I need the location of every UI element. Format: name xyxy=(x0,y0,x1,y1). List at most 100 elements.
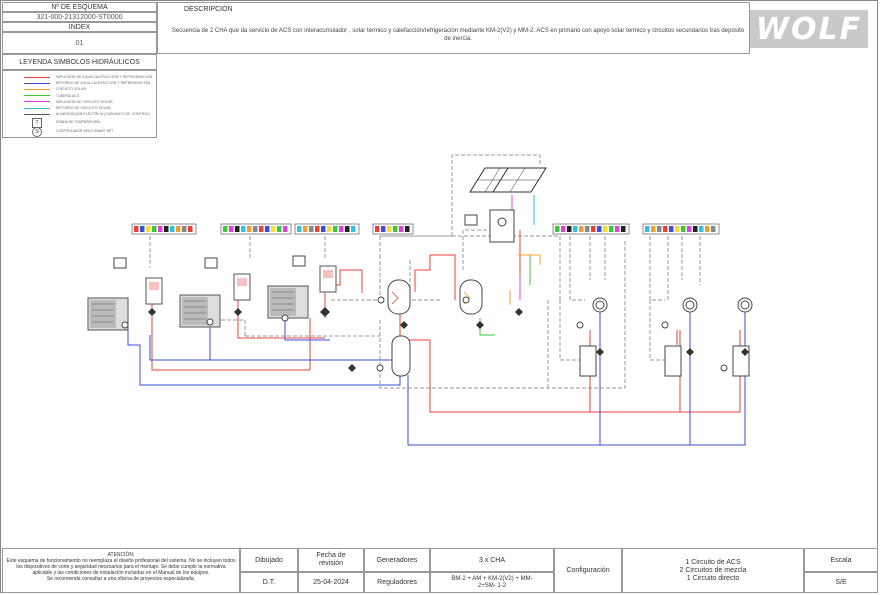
controller-terminal xyxy=(241,226,246,232)
description-label: DESCRIPCIÓN xyxy=(184,6,233,13)
wolf-logo: WOLF xyxy=(750,10,868,48)
controller-terminal xyxy=(399,226,404,232)
valve-markers xyxy=(148,307,749,372)
legend-line-swatch xyxy=(24,95,50,97)
escala-label: Escala xyxy=(830,556,852,564)
index-label: INDEX xyxy=(68,23,91,31)
reguladores-label-cell: Reguladores xyxy=(364,572,430,593)
controller-terminal xyxy=(579,226,584,232)
controller-terminal xyxy=(603,226,608,232)
controller-terminal xyxy=(393,226,398,232)
generadores-value: 3 x CHA xyxy=(478,556,506,564)
legend-item: CIRCUITO SOLAR xyxy=(24,87,86,91)
heat-pump-3-icon xyxy=(267,285,309,319)
controller-terminal xyxy=(591,226,596,232)
controller-terminal xyxy=(381,226,386,232)
controller-terminal xyxy=(573,226,578,232)
fecha-label-cell: Fecha de revisión xyxy=(298,548,364,572)
description-text: Secuencia de 2 CHA que da servicio de AC… xyxy=(171,28,745,42)
controller-terminal xyxy=(315,226,320,232)
controller-terminal xyxy=(327,226,332,232)
controller-terminal xyxy=(681,226,686,232)
controller-terminal xyxy=(669,226,674,232)
controller-terminal xyxy=(223,226,228,232)
escala-value-cell: S/E xyxy=(804,572,878,593)
legend-item-label: IMPULSIÓN DE AGUA CALEFACCIÓN Y REFRIGER… xyxy=(56,75,153,79)
generadores-label: Generadores xyxy=(376,556,418,564)
index-value-cell: 01 xyxy=(2,32,157,54)
heat-pump-2-icon xyxy=(179,294,221,328)
index-label-cell: INDEX xyxy=(2,22,157,32)
solar-station-icon xyxy=(489,209,515,243)
controller-terminal xyxy=(597,226,602,232)
fecha-value: 25-04-2024 xyxy=(313,579,349,586)
controller-terminal xyxy=(687,226,692,232)
controller-terminal xyxy=(609,226,614,232)
dhw-pipes xyxy=(479,254,531,336)
controller-terminal xyxy=(711,226,716,232)
controller-terminal xyxy=(663,226,668,232)
controller-terminal xyxy=(345,226,350,232)
controller-terminal xyxy=(176,226,181,232)
controller-terminal xyxy=(615,226,620,232)
controller-terminal xyxy=(657,226,662,232)
controller-terminal xyxy=(321,226,326,232)
legend-item-label: IMPULSIÓN DE CIRCUITO SOLAR xyxy=(56,99,113,104)
controller-terminal xyxy=(693,226,698,232)
controller-terminal xyxy=(140,226,145,232)
controller-terminal xyxy=(182,226,187,232)
controller-terminal xyxy=(170,226,175,232)
legend-item: IMPULSIÓN DE CIRCUITO SOLAR xyxy=(24,100,113,104)
legend-item: IMPULSIÓN DE AGUA CALEFACCIÓN Y REFRIGER… xyxy=(24,75,152,79)
dibujado-label: Dibujado xyxy=(255,556,283,564)
dibujado-label-cell: Dibujado xyxy=(240,548,298,572)
legend-symbol-label: CONTROLADOR WOLF SMART SET xyxy=(56,129,114,133)
legend-line-swatch xyxy=(24,82,50,84)
reguladores-label: Reguladores xyxy=(377,579,417,586)
legend-item-label: ALIMENTACIÓN ELÉCTRICA (CABLEADO DE CONT… xyxy=(56,112,151,117)
configuracion-value-2: 2 Circuitos de mezcla xyxy=(679,566,747,574)
escala-label-cell: Escala xyxy=(804,548,878,572)
controller-terminal xyxy=(247,226,252,232)
controller-terminal xyxy=(229,226,234,232)
escala-value: S/E xyxy=(835,579,847,586)
controller-terminal xyxy=(645,226,650,232)
fecha-value-cell: 25-04-2024 xyxy=(298,572,364,593)
hydraulic-module-1-icon xyxy=(145,277,163,305)
hydraulic-module-3-icon xyxy=(319,265,337,293)
controller-terminal xyxy=(375,226,380,232)
legend-title-cell: LEYENDA SIMBOLOS HIDRÁULICOS xyxy=(2,54,157,70)
index-value: 01 xyxy=(75,39,84,47)
attention-title: ATENCIÓN: xyxy=(107,552,135,558)
legend-title: LEYENDA SIMBOLOS HIDRÁULICOS xyxy=(19,58,140,66)
generadores-value-cell: 3 x CHA xyxy=(430,548,554,572)
controller-terminal xyxy=(339,226,344,232)
brand-text: WOLF xyxy=(755,11,863,47)
pump-markers xyxy=(121,296,728,372)
legend-item: TUBERÍA ACS xyxy=(24,94,79,98)
dibujado-value-cell: D.T. xyxy=(240,572,298,593)
heat-pump-1-icon xyxy=(87,297,129,331)
legend-item: RETORNO DE AGUA CALEFACCIÓN Y REFRIGERAC… xyxy=(24,81,150,85)
scheme-label: Nº DE ESQUEMA xyxy=(51,3,108,11)
configuracion-label-cell: Configuración xyxy=(554,548,622,593)
solar-tank-icon xyxy=(459,279,483,315)
controller-terminal xyxy=(158,226,163,232)
controller-terminal xyxy=(405,226,410,232)
description-cell: DESCRIPCIÓN Secuencia de 2 CHA que da se… xyxy=(157,2,750,54)
controller-terminal xyxy=(351,226,356,232)
controller-terminal xyxy=(297,226,302,232)
controller-terminal xyxy=(146,226,151,232)
configuracion-value-1: 1 Circuito de ACS xyxy=(685,558,741,566)
generadores-label-cell: Generadores xyxy=(364,548,430,572)
legend-item-label: TUBERÍA ACS xyxy=(56,93,80,98)
scheme-number: 321-000-21312000-ST0000 xyxy=(36,13,123,21)
heating-circuit-3-icon xyxy=(732,297,753,377)
controller-terminal xyxy=(621,226,626,232)
controller-terminal xyxy=(277,226,282,232)
legend-line-swatch xyxy=(24,101,50,103)
configuracion-value-cell: 1 Circuito de ACS 2 Circuitos de mezcla … xyxy=(622,548,804,593)
legend-line-swatch xyxy=(24,88,50,90)
control-wiring xyxy=(149,154,701,389)
